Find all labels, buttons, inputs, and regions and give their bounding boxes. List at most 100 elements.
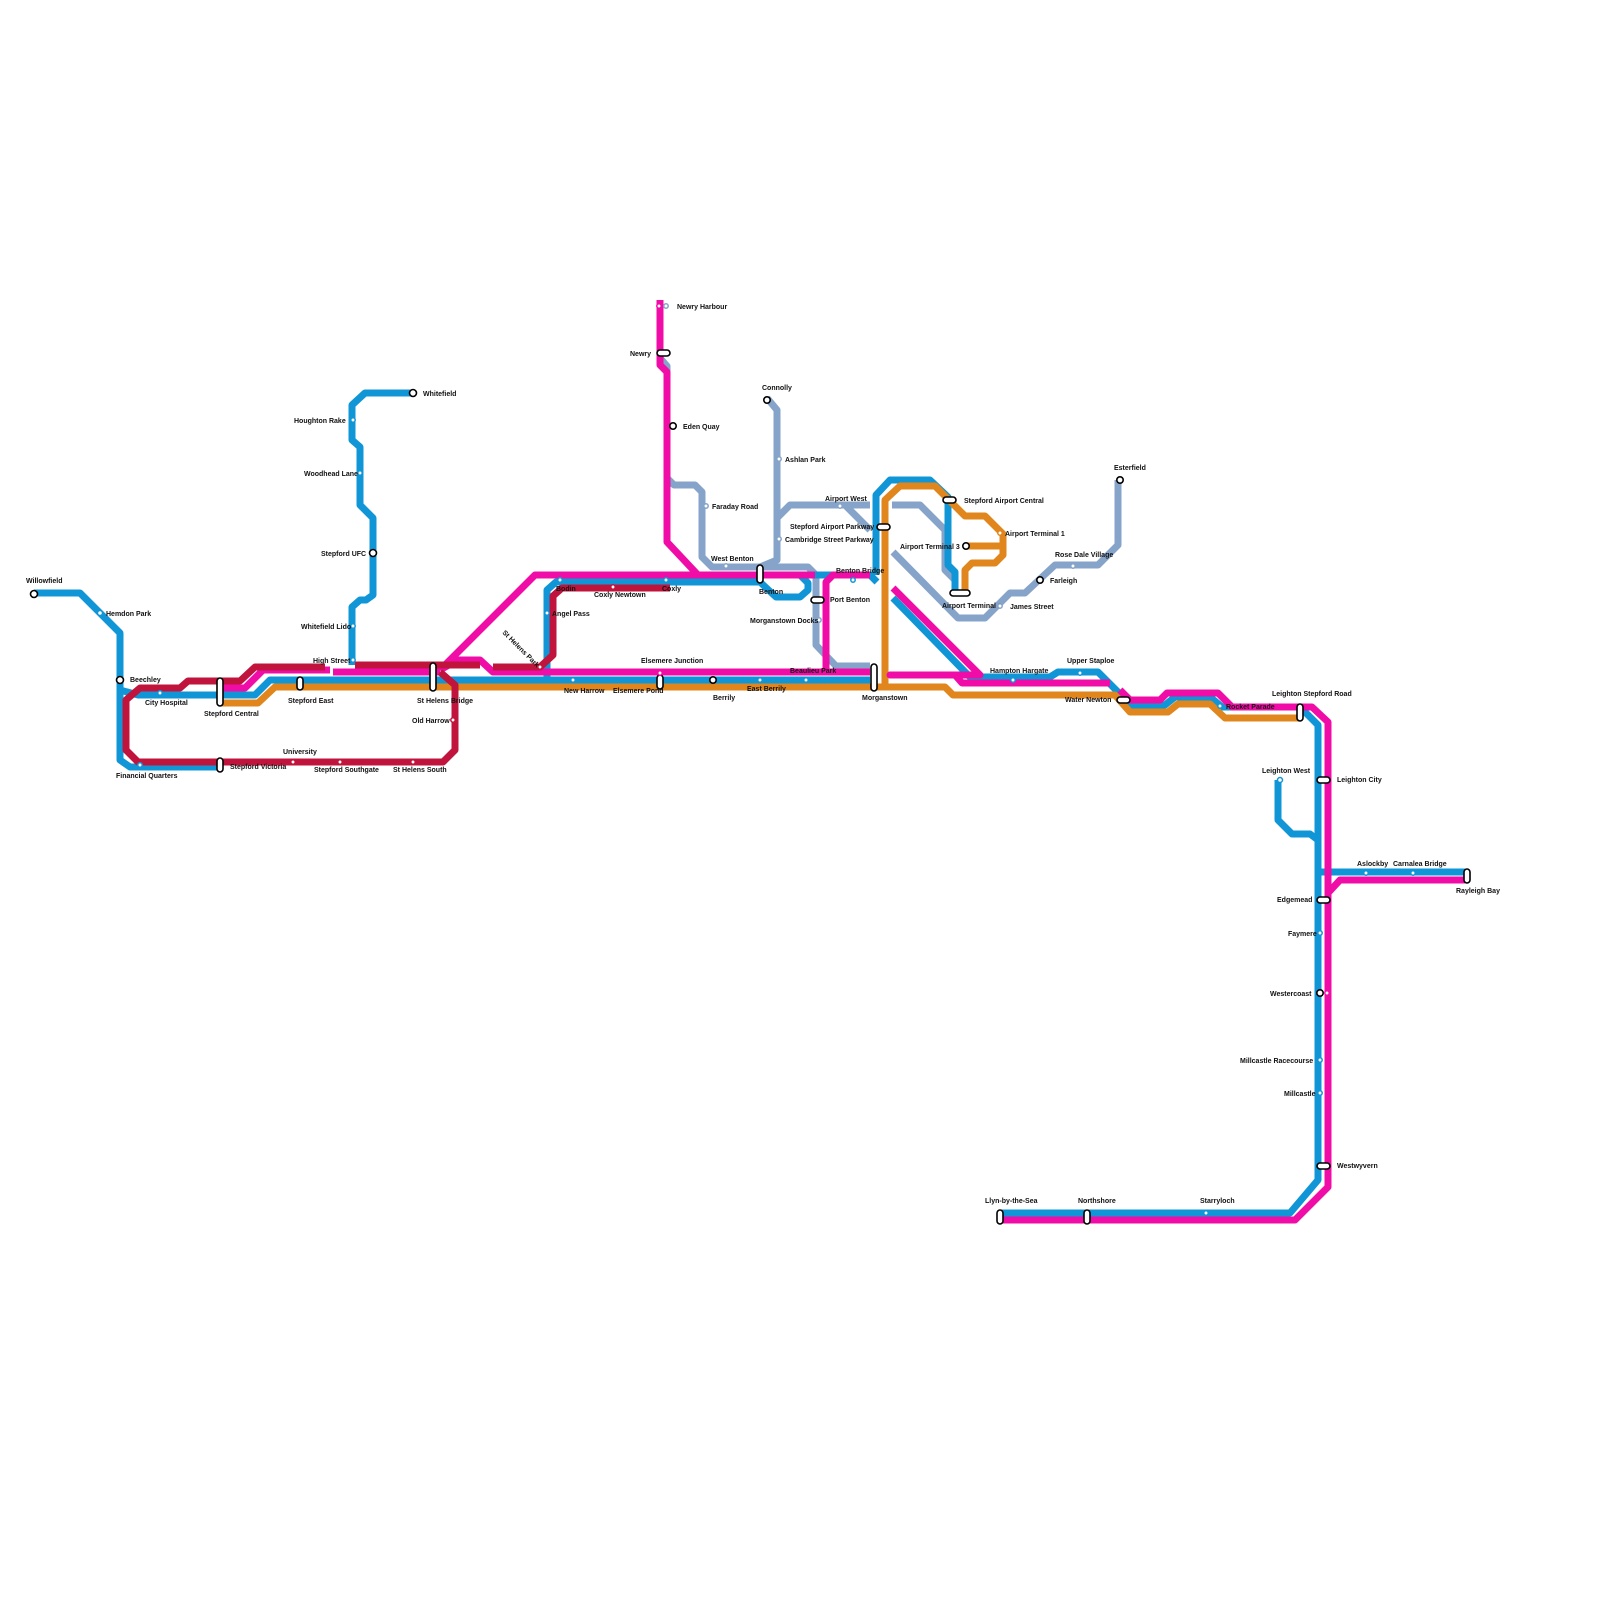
station-financial-quarters[interactable] (137, 762, 143, 768)
line-cyan-leighton-west[interactable] (1274, 780, 1321, 843)
line-crimson-loop[interactable] (122, 663, 459, 766)
station-old-harrow[interactable] (450, 717, 456, 723)
station-leighton-west[interactable] (1276, 776, 1284, 784)
station-faraday-road[interactable] (703, 503, 709, 509)
label-coxly-newtown: Coxly Newtown (594, 592, 646, 599)
station-rocket-parade[interactable] (1217, 703, 1223, 709)
line-magenta-north[interactable] (437, 571, 815, 673)
station-st-helens-park[interactable] (537, 664, 543, 670)
line-steel-airport-west[interactable] (774, 501, 870, 521)
station-stepford-east[interactable] (296, 676, 304, 691)
station-airport-terminal-3[interactable] (961, 541, 970, 550)
station-st-helens-bridge[interactable] (429, 662, 437, 692)
station-morganstown-docks[interactable] (816, 617, 822, 623)
station-airport-terminal-1[interactable] (997, 530, 1003, 536)
line-magenta-rayleigh[interactable] (1325, 876, 1465, 896)
station-stepford-airport-parkway[interactable] (876, 523, 891, 531)
station-benton-bridge[interactable] (850, 577, 856, 583)
line-cyan-east[interactable] (890, 595, 1322, 1217)
station-upper-staploe[interactable] (1077, 670, 1083, 676)
station-beechley[interactable] (115, 675, 125, 685)
station-aslockby[interactable] (1363, 870, 1369, 876)
station-willowfield[interactable] (29, 589, 39, 599)
line-steel-airport-spur[interactable] (842, 502, 873, 533)
station-carnalea-bridge[interactable] (1410, 870, 1416, 876)
station-woodhead-lane[interactable] (357, 470, 363, 476)
line-cyan-bodin[interactable] (543, 571, 880, 680)
line-cyan-willowfield[interactable] (34, 589, 220, 771)
line-magenta-benton-bridge[interactable] (822, 571, 870, 672)
line-magenta-east[interactable] (886, 585, 1110, 687)
line-steel-connolly[interactable] (758, 395, 781, 571)
station-stepford-ufc[interactable] (368, 548, 378, 558)
line-steel-esterfield[interactable] (890, 480, 1122, 622)
station-hemdon-park[interactable] (96, 609, 104, 617)
station-water-newton[interactable] (1116, 696, 1131, 704)
station-leighton-city[interactable] (1316, 776, 1331, 784)
station-ashlan-park[interactable] (776, 456, 782, 462)
label-elsemere-pond: Elsemere Pond (613, 688, 664, 695)
station-edgemead[interactable] (1316, 896, 1331, 904)
station-high-street[interactable] (350, 657, 356, 663)
station-starryloch[interactable] (1203, 1210, 1209, 1216)
station-hampton-hargate[interactable] (1010, 677, 1016, 683)
station-port-benton[interactable] (810, 596, 825, 604)
station-berrily[interactable] (708, 675, 717, 684)
line-steel-benton-morganstown[interactable] (750, 563, 870, 670)
station-esterfield[interactable] (1116, 475, 1125, 484)
station-westwyvern[interactable] (1316, 1162, 1331, 1170)
station-farleigh[interactable] (1036, 575, 1045, 584)
line-cyan-whitefield[interactable] (348, 389, 413, 665)
station-whitefield[interactable] (408, 388, 418, 398)
station-stepford-victoria[interactable] (216, 757, 224, 773)
label-aslockby: Aslockby (1357, 861, 1388, 868)
station-newry-harbour[interactable] (663, 303, 669, 309)
label-stepford-airport-central: Stepford Airport Central (964, 498, 1044, 505)
station-bodin[interactable] (557, 577, 563, 583)
line-crimson-bodin[interactable] (493, 584, 670, 671)
station-angel-pass[interactable] (544, 610, 550, 616)
station-houghton-rake[interactable] (350, 417, 356, 423)
station-newry[interactable] (656, 349, 671, 357)
station-leighton-stepford-road[interactable] (1296, 703, 1304, 722)
station-elsemere-pond[interactable] (656, 674, 664, 690)
station-rose-dale-village[interactable] (1070, 563, 1076, 569)
station-new-harrow[interactable] (570, 677, 576, 683)
station-east-berrily[interactable] (757, 677, 763, 683)
station-beaulieu-park[interactable] (803, 677, 809, 683)
station-coxly[interactable] (663, 577, 669, 583)
station-coxly-newtown[interactable] (610, 584, 616, 590)
station-millcastle[interactable] (1317, 1090, 1323, 1096)
station-northshore[interactable] (1083, 1209, 1091, 1225)
station-stepford-central[interactable] (216, 677, 224, 707)
station-airport-terminal-2[interactable] (949, 589, 971, 597)
station-morganstown[interactable] (870, 663, 878, 692)
line-magenta-leighton[interactable] (1000, 687, 1332, 1224)
station-llyn-by-the-sea[interactable] (996, 1209, 1004, 1225)
station-stepford-airport-central[interactable] (942, 496, 957, 504)
label-st-helens-park: St Helens Park (501, 629, 541, 669)
station-st-helens-south[interactable] (410, 759, 416, 765)
station-millcastle-racecourse[interactable] (1317, 1057, 1323, 1063)
station-city-hospital[interactable] (157, 690, 163, 696)
station-whitefield-lido[interactable] (350, 623, 356, 629)
station-westercoast-magenta[interactable] (1324, 990, 1330, 996)
station-faymere[interactable] (1317, 930, 1323, 936)
label-elsemere-junction: Elsemere Junction (641, 658, 703, 665)
station-cambridge-street-parkway[interactable] (776, 536, 782, 542)
station-james-street[interactable] (997, 603, 1003, 609)
station-elsemere-junction[interactable] (657, 670, 663, 676)
line-magenta-newry[interactable] (656, 300, 701, 578)
station-airport-west[interactable] (837, 503, 843, 509)
station-eden-quay[interactable] (668, 421, 677, 430)
station-connolly[interactable] (762, 395, 771, 404)
station-stepford-southgate[interactable] (337, 759, 343, 765)
station-newry-harbour-magenta[interactable] (656, 303, 662, 309)
line-orange-airport[interactable] (881, 482, 1007, 687)
station-west-benton[interactable] (723, 563, 729, 569)
station-rayleigh-bay[interactable] (1463, 868, 1471, 884)
station-university[interactable] (290, 759, 296, 765)
station-westercoast[interactable] (1316, 988, 1325, 997)
station-benton[interactable] (756, 564, 764, 584)
line-steel-newry[interactable] (656, 300, 750, 571)
